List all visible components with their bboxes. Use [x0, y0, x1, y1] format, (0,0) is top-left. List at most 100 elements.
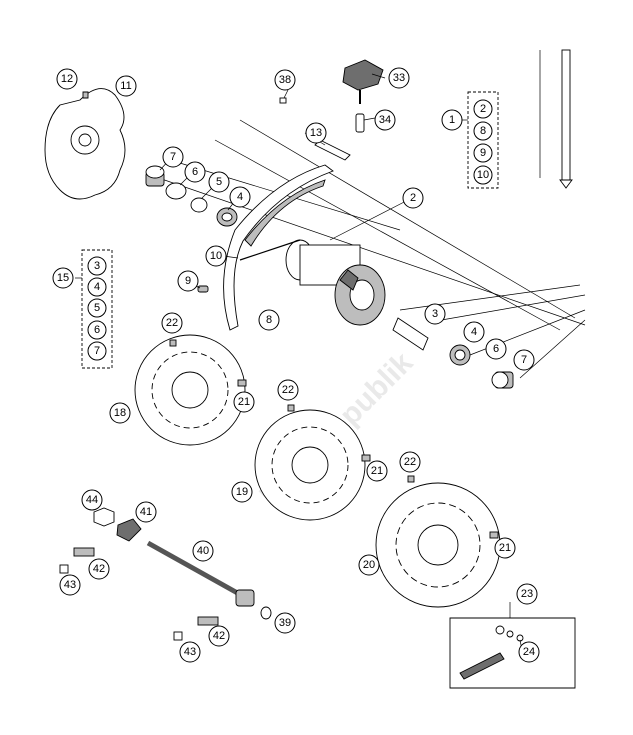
- callout-9-label: 9: [185, 275, 191, 287]
- callout-6-right-label: 6: [493, 343, 499, 355]
- callout-22-a-label: 22: [166, 317, 178, 329]
- callout-42-a-label: 42: [93, 563, 105, 575]
- callout-12-label: 12: [61, 73, 73, 85]
- callout-21-c-label: 21: [499, 542, 511, 554]
- spoke-wrench: [539, 49, 573, 189]
- left-bearing: [216, 207, 238, 227]
- chain-link-kit: [449, 617, 576, 689]
- callout-33: 33: [388, 67, 410, 89]
- callout-4-right: 4: [463, 321, 485, 343]
- sprocket-18: [134, 334, 246, 446]
- callout-34: 34: [374, 109, 396, 131]
- callout-13-label: 13: [310, 127, 322, 139]
- callout-43-a: 43: [59, 574, 81, 596]
- axle-washer: [260, 606, 272, 620]
- right-bearing: [449, 344, 471, 366]
- chain-slider: [342, 59, 384, 104]
- callout-38: 38: [274, 69, 296, 91]
- wheel-hub: [285, 239, 386, 326]
- callout-21-a-label: 21: [238, 396, 250, 408]
- chain-slider-screw: [355, 113, 365, 133]
- sprocket-19: [254, 409, 366, 521]
- callout-39: 39: [274, 612, 296, 634]
- callout-43-b: 43: [179, 641, 201, 663]
- callout-21-b-label: 21: [371, 465, 383, 477]
- callout-24: 24: [518, 641, 540, 663]
- callout-1: 1: [441, 109, 463, 131]
- callout-21-b: 21: [366, 460, 388, 482]
- kit-15-list: 3 4 5 6 7: [87, 256, 107, 361]
- callout-7-right-label: 7: [521, 354, 527, 366]
- rear-axle: [146, 540, 255, 607]
- callout-4-left-label: 4: [237, 191, 243, 203]
- callout-15-label: 15: [57, 272, 69, 284]
- callout-2: 2: [402, 187, 424, 209]
- callout-15: 15: [52, 267, 74, 289]
- rim-tape: [314, 139, 351, 161]
- callout-18-label: 18: [114, 407, 126, 419]
- callout-21-a: 21: [233, 391, 255, 413]
- callout-6-left: 6: [184, 161, 206, 183]
- callout-42-b-label: 42: [213, 630, 225, 642]
- adjuster-screws: [73, 547, 219, 626]
- callout-2-label: 2: [410, 192, 416, 204]
- spoke-nipple: [197, 285, 209, 293]
- callout-41-label: 41: [140, 506, 152, 518]
- callout-23: 23: [516, 583, 538, 605]
- axle-guide-lines: [149, 119, 586, 379]
- callout-38-label: 38: [279, 74, 291, 86]
- axle-nut: [93, 507, 115, 527]
- callout-22-b-label: 22: [282, 384, 294, 396]
- kit-1-item-0: 2: [480, 103, 486, 115]
- callout-21-c: 21: [494, 537, 516, 559]
- callout-9: 9: [177, 270, 199, 292]
- disc-bolt: [82, 91, 89, 99]
- callout-5-left-label: 5: [216, 176, 222, 188]
- left-spacer: [145, 165, 165, 187]
- callout-11-label: 11: [120, 80, 131, 92]
- callout-20-label: 20: [363, 559, 375, 571]
- callout-1-label: 1: [449, 114, 455, 126]
- callout-42-a: 42: [88, 558, 110, 580]
- callout-39-label: 39: [279, 617, 291, 629]
- callout-34-label: 34: [379, 114, 391, 126]
- callout-13: 13: [305, 122, 327, 144]
- chain-adjuster: [116, 518, 142, 542]
- callout-12: 12: [56, 68, 78, 90]
- left-circlip: [190, 197, 208, 213]
- callout-6-right: 6: [485, 338, 507, 360]
- brake-disc: [44, 88, 126, 200]
- callout-19-label: 19: [236, 486, 248, 498]
- callout-24-label: 24: [523, 646, 535, 658]
- kit-15-item-1: 4: [94, 281, 100, 293]
- kit-15-item-3: 6: [94, 324, 100, 336]
- callout-43-a-label: 43: [64, 579, 76, 591]
- callout-22-a: 22: [161, 312, 183, 334]
- callout-8-label: 8: [266, 314, 272, 326]
- kit-1-item-3: 10: [477, 169, 489, 181]
- callout-10-label: 10: [210, 250, 222, 262]
- callout-7-right: 7: [513, 349, 535, 371]
- callout-41: 41: [135, 501, 157, 523]
- sprocket-bolts: [237, 379, 499, 539]
- spoke: [239, 239, 301, 261]
- callout-11: 11: [115, 75, 137, 97]
- callout-44: 44: [81, 489, 103, 511]
- kit-15-item-2: 5: [94, 302, 100, 314]
- distance-sleeve: [392, 317, 429, 351]
- kit-15-item-0: 3: [94, 260, 100, 272]
- right-spacer: [491, 371, 514, 389]
- sprocket-20: [375, 482, 501, 608]
- kit-1-item-2: 9: [480, 147, 486, 159]
- callout-8: 8: [258, 309, 280, 331]
- callout-19: 19: [231, 481, 253, 503]
- left-seal: [165, 182, 187, 200]
- callout-23-label: 23: [521, 588, 533, 600]
- wheel-rim: [223, 164, 334, 331]
- callout-33-label: 33: [393, 72, 405, 84]
- callout-22-c: 22: [399, 451, 421, 473]
- callout-43-b-label: 43: [184, 646, 196, 658]
- kit-15-item-4: 7: [94, 345, 100, 357]
- callout-6-left-label: 6: [192, 166, 198, 178]
